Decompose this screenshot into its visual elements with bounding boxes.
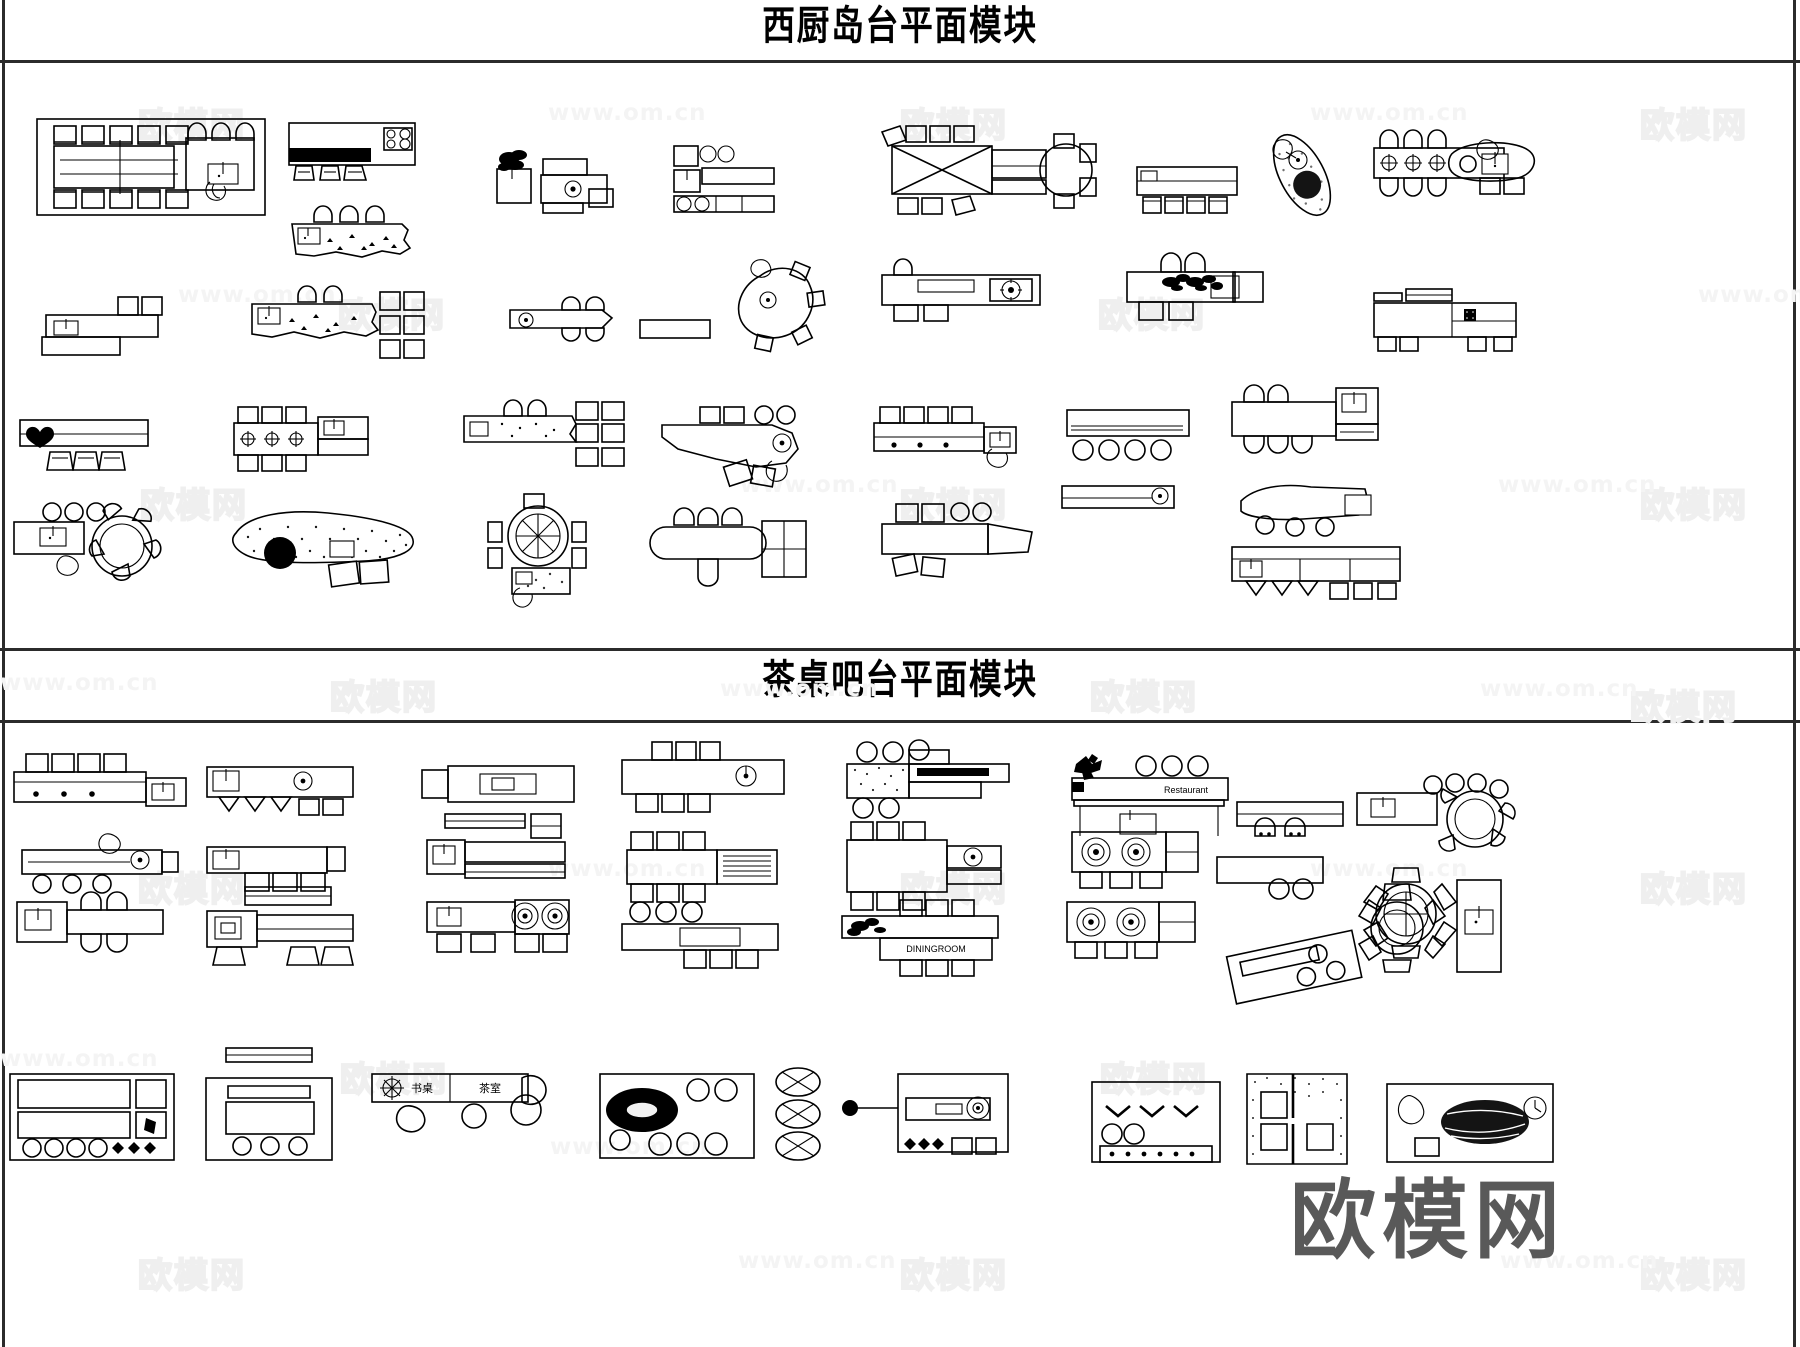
block-bar-with-two-stools — [1235, 800, 1345, 850]
block-vertical-cabinet-right — [1455, 878, 1503, 974]
block-rect-plate-divider — [638, 318, 712, 340]
section-title-teabar: 茶桌吧台平面模块 — [0, 660, 1800, 700]
block-desk-tearoom-table: 书桌 茶室 — [370, 1072, 550, 1164]
watermark-url-tile: www.om.cn — [1500, 1248, 1659, 1274]
frame-rule-left — [2, 0, 5, 1347]
block-long-counter-stools — [620, 740, 786, 838]
block-foliage-diningroom: DININGROOM — [840, 898, 1000, 978]
block-long-console-row4 — [840, 1070, 1010, 1162]
block-round-table-group — [12, 500, 182, 586]
watermark-url-tile: www.om.cn — [1310, 100, 1469, 126]
block-burner-counter-row3 — [1065, 900, 1197, 970]
block-table-with-chairs-row2 — [625, 830, 785, 908]
block-angled-island-with-chairs — [880, 500, 1040, 586]
block-conference-island-with-chairs — [36, 118, 266, 216]
block-angled-tables-right — [1225, 925, 1375, 1015]
block-counter-chairs-row3 — [15, 891, 175, 966]
restaurant-label: Restaurant — [1164, 785, 1209, 795]
block-restaurant-bar: Restaurant — [1070, 752, 1230, 838]
block-island-with-round-table-right — [1372, 126, 1552, 208]
watermark-url-tile: www.om.cn — [1498, 472, 1657, 498]
watermark-brand-tile: 欧模网 — [1639, 485, 1748, 527]
block-grid-table-six-chairs — [232, 405, 372, 473]
block-organic-rug-bar — [1258, 128, 1346, 222]
block-round-table-bar-right — [1355, 773, 1531, 861]
watermark-url-tile: www.om.cn — [1698, 282, 1800, 308]
block-organic-desk-right — [1385, 1082, 1555, 1164]
block-island-with-chairs-right — [1230, 380, 1379, 466]
block-floorplan-fragment — [1245, 1072, 1349, 1165]
block-counter-run-right — [1372, 283, 1518, 361]
section-title-kitchen-text: 西厨岛台平面模块 — [762, 3, 1038, 49]
frame-rule-right — [1793, 0, 1796, 1347]
section-title-kitchen: 西厨岛台平面模块 — [0, 6, 1800, 46]
block-speckled-organic-island — [230, 505, 420, 589]
diningroom-label: DININGROOM — [906, 944, 966, 954]
block-island-with-foliage — [1125, 250, 1265, 330]
block-circular-stack — [772, 1066, 824, 1166]
desk-label: 书桌 — [411, 1082, 433, 1095]
block-curved-island-stools — [660, 405, 830, 493]
watermark-url-tile: www.om.cn — [738, 1248, 897, 1274]
block-double-burner-counter — [1070, 830, 1200, 892]
block-bar-counter-stools-row-1 — [12, 752, 188, 820]
watermark-brand-large: 欧模网 — [1290, 1171, 1566, 1271]
block-counter-with-hob-and-stools — [288, 122, 416, 198]
block-round-dining-top-view — [484, 490, 596, 608]
block-island-double-row3 — [425, 898, 571, 976]
section-title-teabar-text: 茶桌吧台平面模块 — [762, 657, 1038, 703]
block-stone-bar-round-stools — [845, 739, 1013, 820]
block-bar-counter-four-stools — [872, 405, 1018, 475]
block-multi-counter-row2 — [425, 812, 571, 904]
block-table-chairs-row3 — [620, 900, 780, 976]
block-wave-counter-row4 — [1090, 1080, 1222, 1164]
block-dual-table-chairs — [462, 398, 630, 474]
block-av-console-row4 — [8, 1072, 176, 1164]
watermark-brand-tile: 欧模网 — [1639, 105, 1748, 147]
block-long-island-with-sink — [880, 253, 1041, 325]
block-linear-bar-four-stools — [1135, 165, 1239, 221]
block-stone-island-chairs-grid — [250, 280, 430, 368]
block-long-table-chairs-row2 — [845, 820, 1005, 916]
block-counter-sink-stools — [205, 765, 355, 827]
block-oval-table-with-stools — [508, 290, 630, 350]
block-counter-run-row2 — [205, 845, 347, 899]
block-crossed-island-round-table — [880, 122, 1100, 232]
block-cabinet-run-row3 — [205, 885, 355, 969]
block-organic-log-table — [598, 1072, 758, 1164]
frame-rule-mid-a — [0, 648, 1800, 651]
block-curved-peninsula — [1235, 475, 1385, 541]
frame-rule-mid-b — [0, 720, 1800, 723]
watermark-brand-tile: 欧模网 — [1639, 1255, 1748, 1297]
block-freeform-island-stools — [730, 258, 826, 354]
watermark-brand-tile: 欧模网 — [899, 1255, 1008, 1297]
block-oval-dining-with-cabinet — [649, 505, 810, 591]
block-bar-with-clock — [420, 762, 575, 822]
block-island-with-planter — [495, 145, 635, 217]
block-simple-counter-wheels — [1215, 855, 1325, 901]
block-stone-counter-three-stools — [290, 200, 416, 270]
block-compact-kitchen-run — [672, 142, 778, 220]
block-counter-with-four-stools — [1065, 408, 1191, 470]
watermark-url-tile: www.om.cn — [0, 1046, 159, 1072]
watermark-brand-tile: 欧模网 — [1639, 869, 1748, 911]
block-long-counter-with-stools — [1230, 545, 1402, 607]
block-low-counter-left — [40, 295, 166, 359]
block-reception-desk-row4 — [200, 1046, 340, 1164]
tearoom-label: 茶室 — [479, 1081, 501, 1095]
watermark-brand-tile: 欧模网 — [137, 1255, 246, 1297]
watermark-url-tile: www.om.cn — [548, 100, 707, 126]
block-round-chairs-cluster — [1345, 880, 1455, 976]
block-round-table-with-counter — [1060, 480, 1190, 524]
block-island-stools-row2 — [20, 832, 180, 894]
frame-rule-top — [0, 60, 1800, 63]
block-heart-counter-with-chairs — [18, 410, 154, 490]
